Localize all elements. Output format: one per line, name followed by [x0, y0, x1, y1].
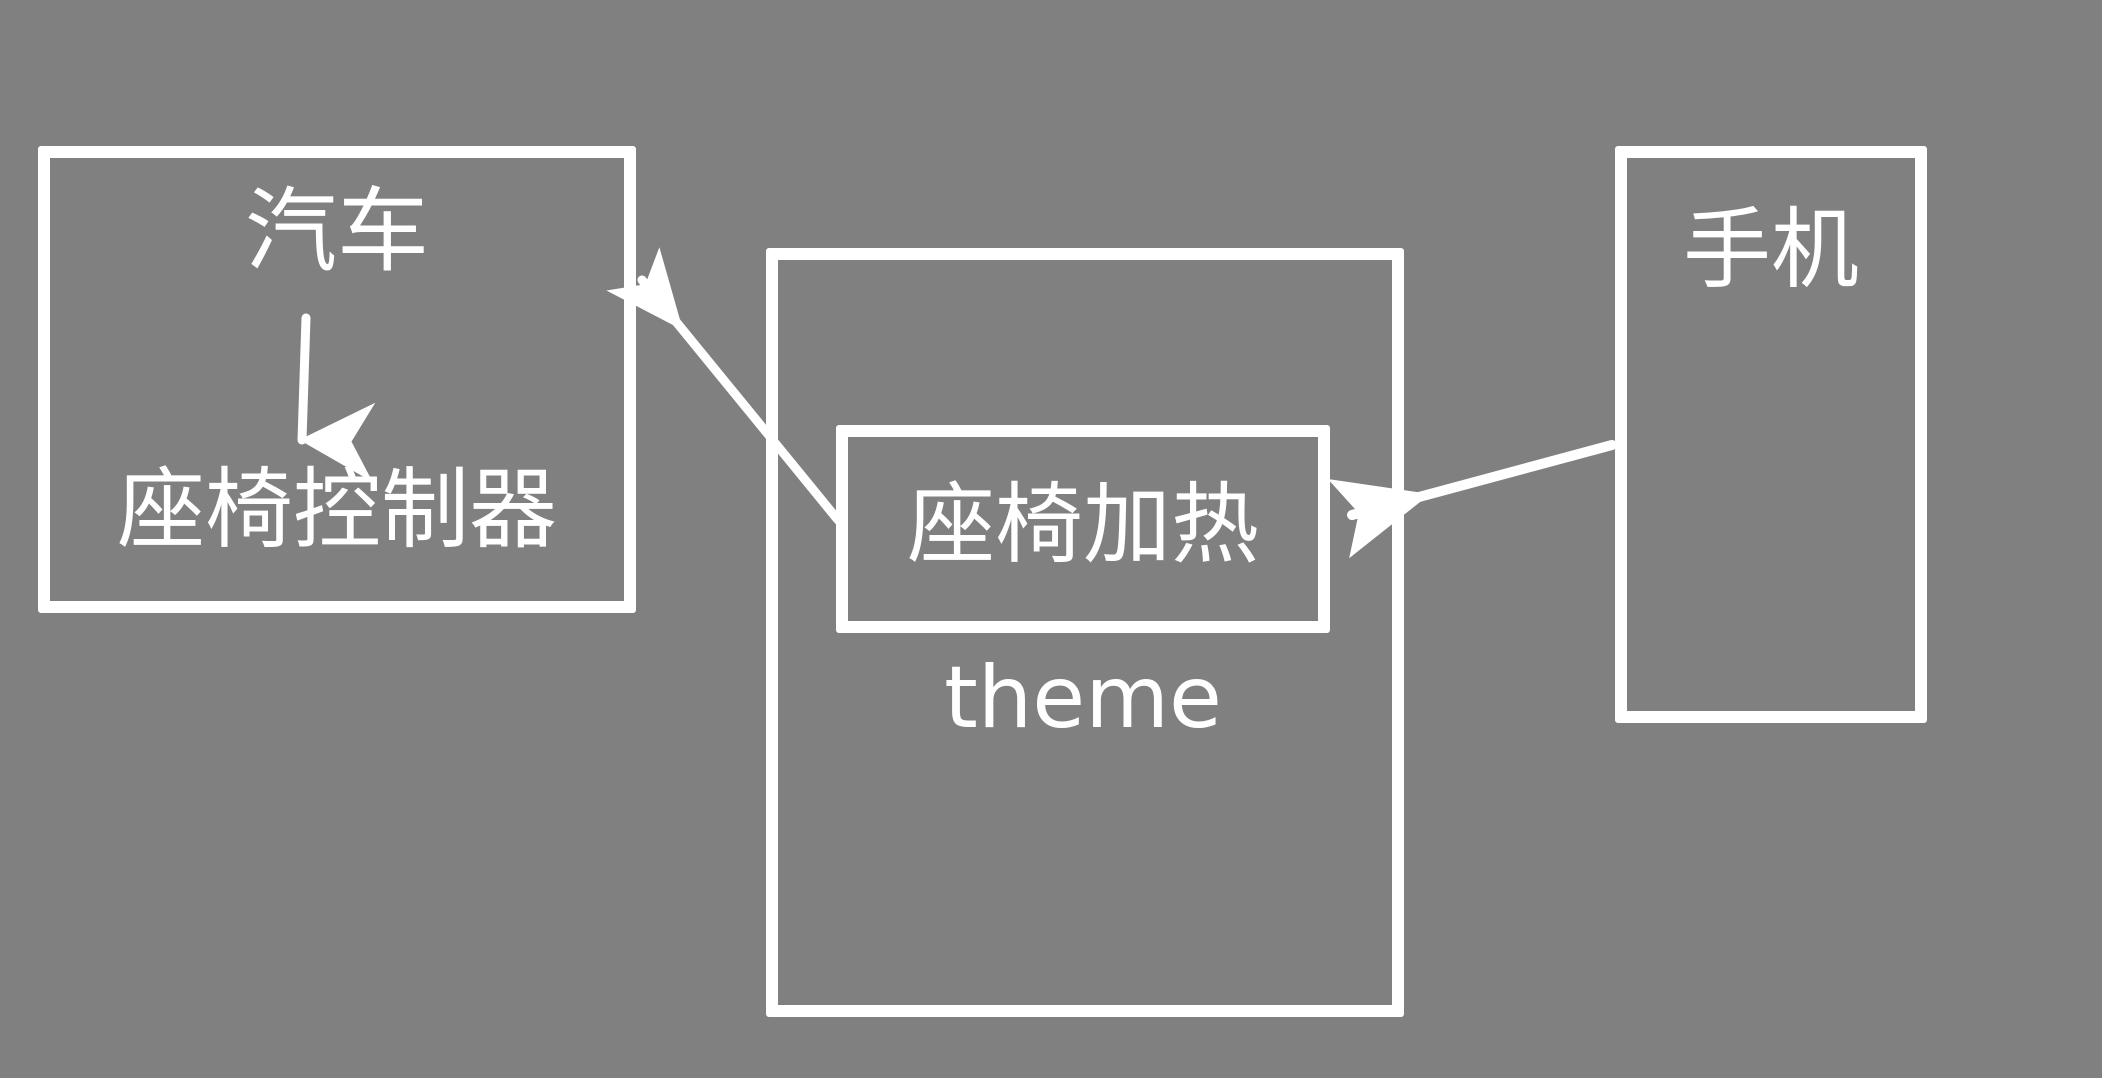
node-theme-container-box[interactable]: [766, 248, 1404, 1017]
node-theme-label: theme: [944, 648, 1222, 748]
node-phone-label: 手机: [1682, 198, 1859, 301]
node-seat-heating-box[interactable]: [836, 425, 1330, 633]
node-seat-controller-label: 座椅控制器: [116, 458, 557, 561]
node-car-label: 汽车: [244, 178, 429, 285]
node-seat-heating-label: 座椅加热: [906, 473, 1259, 576]
node-car-box[interactable]: [38, 146, 636, 613]
node-phone-box[interactable]: [1615, 146, 1927, 723]
